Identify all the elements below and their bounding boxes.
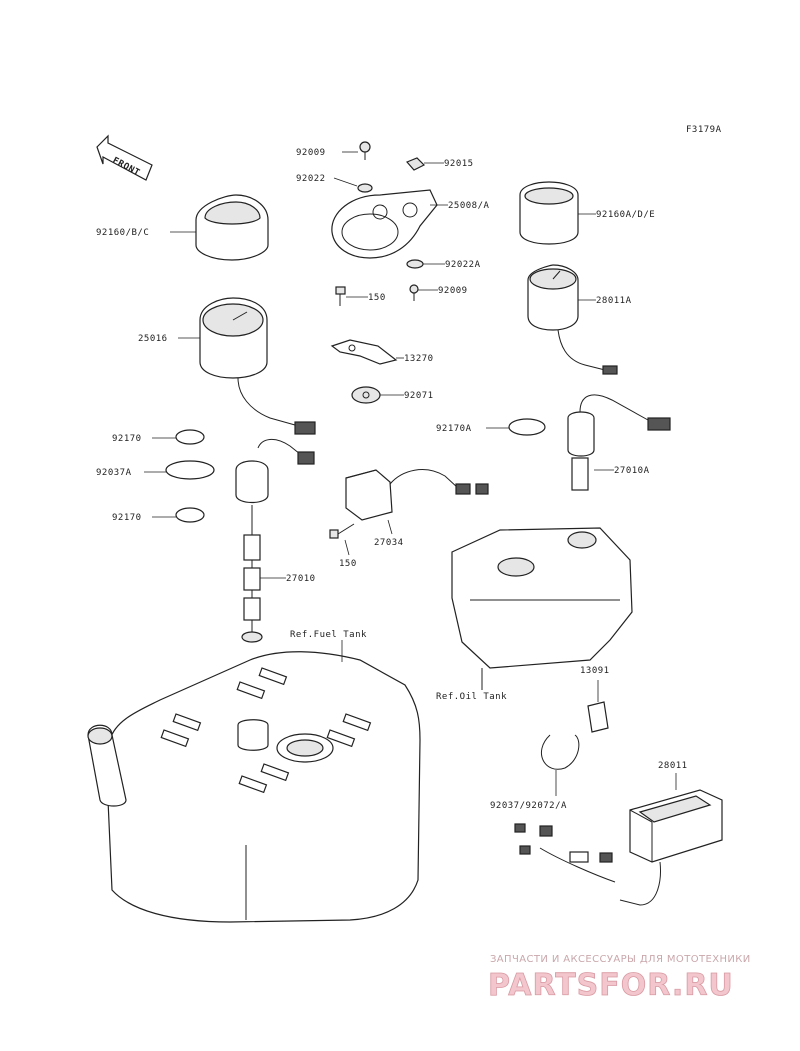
label-25008: 25008/A: [448, 201, 490, 211]
gauge-28011a: [527, 264, 618, 375]
plate-13270: [330, 339, 404, 365]
label-92071: 92071: [404, 391, 434, 401]
screw-92009-mid: [409, 284, 438, 301]
label-28011a: 28011A: [596, 296, 632, 306]
label-92170-top: 92170: [112, 434, 142, 444]
speedometer-25016: [178, 297, 316, 435]
label-92009-mid: 92009: [438, 286, 468, 296]
damper-13091: [587, 680, 609, 733]
meter-28011: [514, 773, 723, 906]
meter-cover-92160ade: [519, 181, 596, 245]
label-92160ade: 92160A/D/E: [596, 210, 655, 220]
clamp-92170-top: [152, 429, 205, 445]
label-92170a: 92170A: [436, 424, 472, 434]
figure-code: F3179A: [686, 125, 722, 135]
label-150-bot: 150: [339, 559, 357, 569]
label-92022a: 92022A: [445, 260, 481, 270]
label-27010: 27010: [286, 574, 316, 584]
bolt-150-bot: [329, 523, 355, 556]
meter-cover-92160bc: [170, 194, 269, 261]
label-ref-fuel-tank: Ref.Fuel Tank: [290, 630, 367, 640]
oil-tank: [451, 527, 633, 690]
label-92009-top: 92009: [296, 148, 326, 158]
clamp-92170a: [486, 418, 546, 436]
label-92170-bot: 92170: [112, 513, 142, 523]
bolt-150-top: [335, 286, 368, 306]
meter-bracket-25008: [331, 189, 448, 259]
label-27034: 27034: [374, 538, 404, 548]
clamp-92170-bot: [152, 507, 205, 523]
label-25016: 25016: [138, 334, 168, 344]
label-150-top: 150: [368, 293, 386, 303]
grommet-92071: [351, 386, 404, 404]
washer-92022a: [406, 259, 445, 269]
label-92022: 92022: [296, 174, 326, 184]
front-arrow-icon: FRONT: [96, 134, 153, 181]
band-92037: [540, 734, 580, 796]
watermark-brand: PARTSFOR.RU: [488, 968, 734, 1003]
label-13091: 13091: [580, 666, 610, 676]
label-ref-oil-tank: Ref.Oil Tank: [436, 692, 507, 702]
label-28011: 28011: [658, 761, 688, 771]
fuel-sender-27010: [235, 439, 315, 643]
screw-92009-top: [342, 141, 371, 160]
nut-92015: [405, 157, 444, 171]
relay-27034: [345, 469, 489, 535]
watermark-tagline: ЗАПЧАСТИ И АКСЕССУАРЫ ДЛЯ МОТОТЕХНИКИ: [490, 954, 751, 965]
washer-92022: [333, 177, 373, 193]
label-92037-92072a: 92037/92072/A: [490, 801, 567, 811]
label-27010a: 27010A: [614, 466, 650, 476]
fuel-tank: [87, 640, 421, 923]
label-92015: 92015: [444, 159, 474, 169]
oil-sender-27010a: [567, 394, 671, 491]
label-13270: 13270: [404, 354, 434, 364]
label-92037a: 92037A: [96, 468, 132, 478]
label-92160bc: 92160/B/C: [96, 228, 149, 238]
clamp-92037a: [144, 460, 215, 480]
